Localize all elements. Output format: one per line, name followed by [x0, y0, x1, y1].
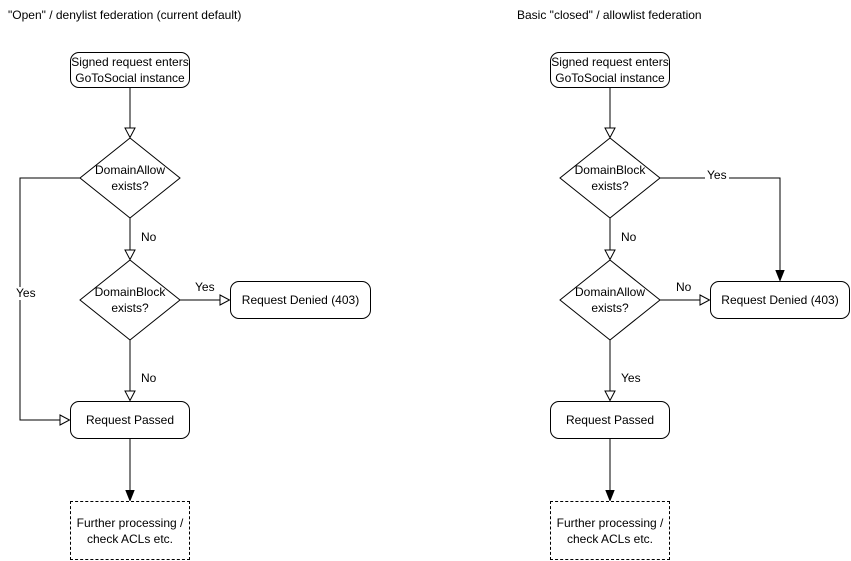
left-denied-node: Request Denied (403)	[230, 281, 371, 319]
left-decision1-diamond	[79, 137, 181, 219]
left-label-decision2-yes: Yes	[193, 280, 217, 294]
right-label-decision1-no: No	[619, 230, 639, 244]
right-label-decision2-no: No	[674, 280, 694, 294]
left-decision2-diamond	[79, 259, 181, 341]
right-edge-decision1-yes	[660, 177, 785, 282]
right-label-decision2-yes: Yes	[619, 371, 643, 385]
left-further-processing-node: Further processing / check ACLs etc.	[70, 501, 190, 560]
right-decision2-diamond	[559, 259, 661, 341]
left-label-decision2-no: No	[139, 371, 159, 385]
right-decision2-label: DomainAllow exists?	[574, 285, 646, 315]
left-start-node: Signed request enters GoToSocial instanc…	[70, 52, 190, 88]
left-chart-title: "Open" / denylist federation (current de…	[8, 8, 242, 22]
right-further-processing-node: Further processing / check ACLs etc.	[550, 501, 670, 560]
left-decision1-label: DomainAllow exists?	[94, 163, 166, 193]
right-label-decision1-yes: Yes	[705, 168, 729, 182]
right-passed-node: Request Passed	[550, 401, 670, 439]
right-chart-title: Basic "closed" / allowlist federation	[517, 8, 702, 22]
right-denied-node: Request Denied (403)	[710, 281, 850, 319]
right-start-node: Signed request enters GoToSocial instanc…	[550, 52, 670, 88]
left-decision2-label: DomainBlock exists?	[94, 285, 166, 315]
left-label-decision1-yes: Yes	[14, 286, 38, 300]
left-label-decision1-no: No	[139, 230, 159, 244]
left-passed-node: Request Passed	[70, 401, 190, 439]
right-decision1-label: DomainBlock exists?	[574, 163, 646, 193]
right-decision1-diamond	[559, 137, 661, 219]
